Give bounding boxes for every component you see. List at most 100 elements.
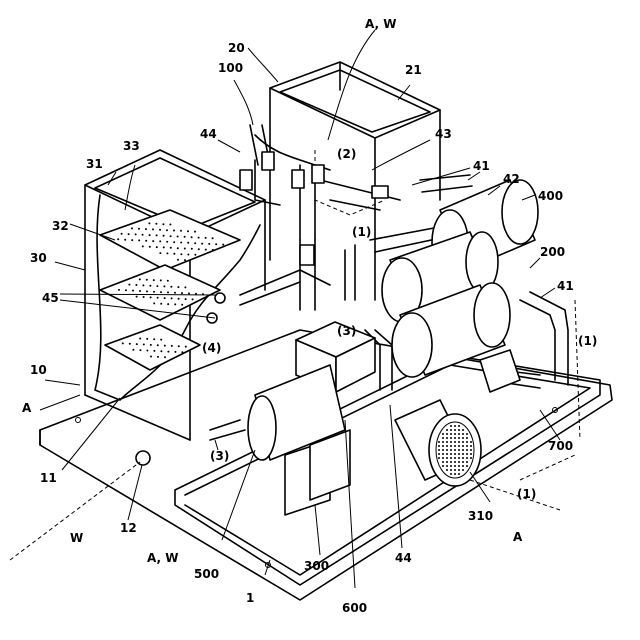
mesh-dot [442,449,444,451]
mesh-dot [466,465,468,467]
perforation-dot [205,237,207,239]
label-41-top: 41 [473,159,490,173]
perforation-dot [135,284,137,286]
mesh-dot [458,469,460,471]
perforation-dot [160,291,162,293]
perforation-dot [173,230,175,232]
mesh-dot [458,461,460,463]
perforation-dot [170,235,172,237]
mesh-dot [454,433,456,435]
label-200: 200 [540,245,565,259]
mesh-dot [442,441,444,443]
perforation-dot [156,285,158,287]
perforation-dot [167,291,169,293]
mesh-dot [454,465,456,467]
perforation-dot [159,240,161,242]
perforation-dot [150,296,152,298]
perforation-dot [128,233,130,235]
perforation-dot [138,239,140,241]
perforation-dot [145,228,147,230]
perforation-dot [162,223,164,225]
label-31: 31 [86,157,103,171]
perforation-dot [153,338,155,340]
perforation-dot [142,284,144,286]
perforation-dot [169,224,171,226]
label-41-mid: 41 [557,279,574,293]
mesh-dot [442,465,444,467]
perforation-dot [171,345,173,347]
perforation-dot [150,356,152,358]
perforation-dot [153,350,155,352]
perforation-dot [164,297,166,299]
label-300: 300 [304,559,329,573]
label-12: 12 [120,521,137,535]
label-600: 600 [342,601,367,615]
perforation-dot [184,259,186,261]
mesh-dot [438,453,440,455]
perforation-dot [178,298,180,300]
perforation-dot [146,290,148,292]
mesh-dot [438,445,440,447]
perforation-dot [132,290,134,292]
mesh-dot [466,433,468,435]
perforation-dot [142,245,144,247]
mesh-dot [462,441,464,443]
mesh-dot [446,453,448,455]
label-4: (4) [202,341,221,355]
mesh-dot [454,437,456,439]
label-33: 33 [123,139,140,153]
perforation-dot [122,342,124,344]
perforation-dot [194,254,196,256]
mesh-dot [466,453,468,455]
perforation-dot [153,302,155,304]
mesh-dot [454,453,456,455]
label-42: 42 [503,172,520,186]
perforation-dot [160,303,162,305]
perforation-dot [205,249,207,251]
perforation-dot [164,356,166,358]
mesh-dot [470,457,472,459]
perforation-dot [125,289,127,291]
label-700: 700 [548,439,573,453]
mesh-dot [470,441,472,443]
perforation-dot [142,234,144,236]
mesh-dot [454,469,456,471]
mesh-dot [466,437,468,439]
perforation-dot [180,253,182,255]
mesh-dot [458,437,460,439]
label-100: 100 [218,61,243,75]
mesh-dot [462,457,464,459]
perforation-dot [181,292,183,294]
perforation-dot [159,229,161,231]
perforation-dot [170,247,172,249]
perforation-dot [177,247,179,249]
mesh-dot [450,433,452,435]
perforation-dot [174,292,176,294]
mesh-dot [458,433,460,435]
mesh-dot [442,453,444,455]
perforation-dot [150,344,152,346]
perforation-dot [177,286,179,288]
mesh-dot [458,449,460,451]
mesh-dot [458,457,460,459]
perforation-dot [185,298,187,300]
perforation-dot [198,237,200,239]
perforation-dot [174,303,176,305]
perforation-dot [184,236,186,238]
perforation-dot [160,339,162,341]
label-1-a: (1) [352,225,371,239]
label-44-bottom: 44 [395,551,412,565]
perforation-dot [117,238,119,240]
mesh-dot [446,429,448,431]
mesh-dot [470,445,472,447]
perforation-dot [149,234,151,236]
mesh-dot [462,433,464,435]
mesh-dot [466,457,468,459]
perforation-dot [163,235,165,237]
perforation-dot [170,286,172,288]
perforation-dot [121,233,123,235]
perforation-dot [187,242,189,244]
label-3-a: (3) [337,324,356,338]
label-310: 310 [468,509,493,523]
perforation-dot [139,338,141,340]
